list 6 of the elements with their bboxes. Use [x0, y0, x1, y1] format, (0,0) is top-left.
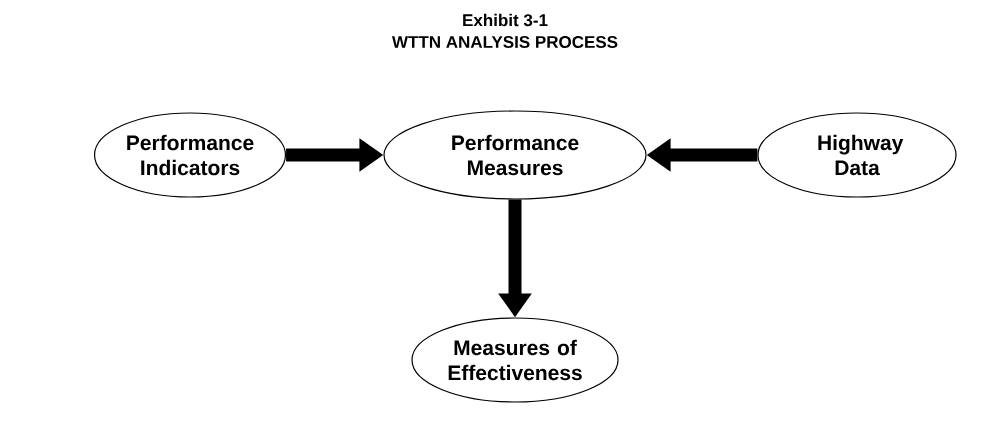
oval-node: Measures of Effectiveness [411, 317, 619, 403]
oval-node: Highway Data [757, 112, 957, 198]
heading: WTTN ANALYSIS PROCESS [392, 36, 618, 48]
oval-node: Performance Indicators [93, 112, 287, 198]
oval-node: Performance Measures [383, 110, 647, 200]
title: Exhibit 3-1 [463, 13, 548, 27]
